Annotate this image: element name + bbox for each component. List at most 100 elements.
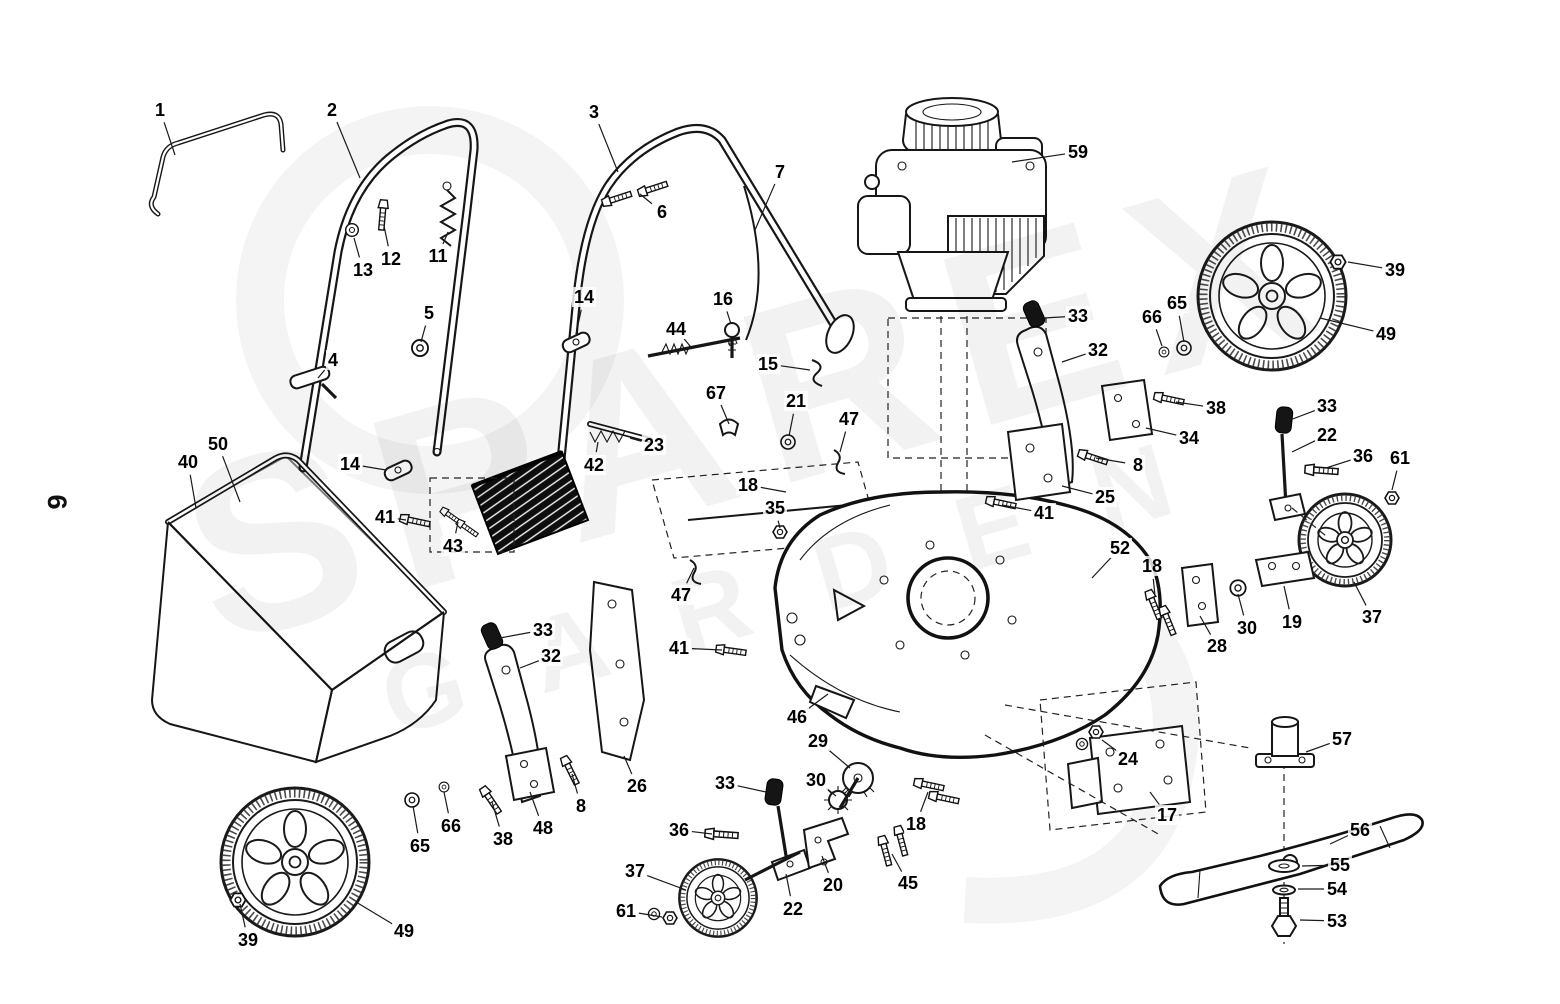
bracket-26 xyxy=(588,580,646,762)
leader-line-1 xyxy=(163,122,176,156)
blade-adapter-57 xyxy=(1271,716,1299,728)
control-rod-7 xyxy=(743,185,760,341)
deflector-46 xyxy=(808,684,856,720)
deck-vent xyxy=(832,588,867,622)
clamp-14a xyxy=(561,331,591,354)
bottom-hardware xyxy=(647,762,961,925)
rod-44 xyxy=(647,336,741,358)
leader-line-15 xyxy=(780,365,811,371)
leader-line-33 xyxy=(1043,316,1066,319)
left-brackets xyxy=(229,512,748,908)
leader-line-18 xyxy=(920,791,929,813)
leader-line-33 xyxy=(737,785,767,793)
leader-line-57 xyxy=(1305,742,1330,753)
bolt-53 xyxy=(1270,915,1298,937)
leader-line-2 xyxy=(336,121,361,179)
leader-line-36 xyxy=(691,830,713,835)
leader-line-66 xyxy=(1155,329,1163,347)
leader-line-47 xyxy=(839,431,847,453)
leader-line-17 xyxy=(1149,791,1160,805)
washer-54 xyxy=(1272,884,1296,896)
leader-line-22 xyxy=(1291,440,1316,453)
bracket-28 xyxy=(1180,562,1220,628)
leader-line-67 xyxy=(720,404,730,425)
leader-line-7 xyxy=(754,183,776,231)
leader-line-36 xyxy=(1325,459,1351,469)
leader-line-23 xyxy=(629,437,642,442)
leader-line-38 xyxy=(1175,401,1204,407)
leader-line-26 xyxy=(623,755,633,775)
leader-line-40 xyxy=(189,474,197,509)
leader-line-45 xyxy=(891,853,903,872)
handle-bail-rod xyxy=(148,111,286,217)
rod-22-right xyxy=(1280,433,1288,507)
leader-line-56 xyxy=(1329,834,1349,845)
leader-line-12 xyxy=(383,225,389,247)
leader-line-33 xyxy=(499,631,531,639)
leader-line-25 xyxy=(1061,485,1093,495)
leader-line-55 xyxy=(1301,864,1328,867)
right-brackets xyxy=(984,254,1400,638)
leader-line-47 xyxy=(686,567,695,584)
bracket-48 xyxy=(504,746,556,802)
leader-line-8 xyxy=(571,773,579,794)
leader-line-3 xyxy=(598,123,619,173)
leader-line-33 xyxy=(1289,410,1316,421)
leader-line-42 xyxy=(595,441,599,453)
leader-line-16 xyxy=(726,311,732,325)
leader-line-14 xyxy=(575,309,582,335)
leader-line-61 xyxy=(1391,470,1398,491)
leader-line-61 xyxy=(638,912,663,918)
clamp-67 xyxy=(718,418,740,437)
leader-line-4 xyxy=(317,369,326,379)
leader-line-11 xyxy=(442,231,449,245)
leader-line-49 xyxy=(355,901,394,925)
leader-line-66 xyxy=(443,791,449,814)
bracket-17-zone xyxy=(1039,681,1207,831)
clip-47a xyxy=(833,449,846,475)
leader-line-8 xyxy=(1095,457,1126,464)
handle-hardware xyxy=(289,178,846,585)
leader-line-30 xyxy=(825,787,837,797)
rear-door xyxy=(470,450,590,556)
leader-line-6 xyxy=(639,193,653,205)
leader-line-41 xyxy=(397,518,407,521)
leader-line-32 xyxy=(519,660,540,669)
leader-line-59 xyxy=(1011,153,1066,163)
mower-deck xyxy=(773,490,1162,760)
leader-line-29 xyxy=(827,748,851,769)
spring-42 xyxy=(589,429,626,444)
leader-line-52 xyxy=(1091,557,1112,579)
clamp-14b xyxy=(383,459,413,482)
leader-line-28 xyxy=(1199,615,1212,635)
leader-line-34 xyxy=(1145,427,1177,436)
bracket-19 xyxy=(1254,550,1316,588)
leader-line-19 xyxy=(1283,585,1290,610)
leader-line-35 xyxy=(777,520,781,529)
leader-line-53 xyxy=(1299,919,1325,922)
engine xyxy=(857,97,1047,582)
leader-line-5 xyxy=(420,325,427,343)
clip-15 xyxy=(811,359,823,387)
leader-line-44 xyxy=(683,338,691,347)
leader-line-14 xyxy=(362,465,387,471)
leader-line-22 xyxy=(785,873,792,897)
leader-line-39 xyxy=(239,903,246,928)
leader-line-24 xyxy=(1101,739,1118,752)
leader-line-18 xyxy=(760,486,787,493)
leader-line-48 xyxy=(529,791,540,816)
leader-line-65 xyxy=(412,805,419,834)
leader-line-18 xyxy=(1152,578,1156,597)
leader-line-46 xyxy=(807,693,829,710)
page-number: 9 xyxy=(42,494,73,510)
leader-line-20 xyxy=(821,855,829,874)
leader-line-41 xyxy=(691,648,723,651)
leader-line-30 xyxy=(1237,593,1245,616)
clip-47b xyxy=(689,559,702,585)
bracket-20 xyxy=(802,816,850,870)
washer-55 xyxy=(1268,859,1300,873)
leader-line-49 xyxy=(1319,317,1374,332)
leader-line-39 xyxy=(1347,261,1383,269)
